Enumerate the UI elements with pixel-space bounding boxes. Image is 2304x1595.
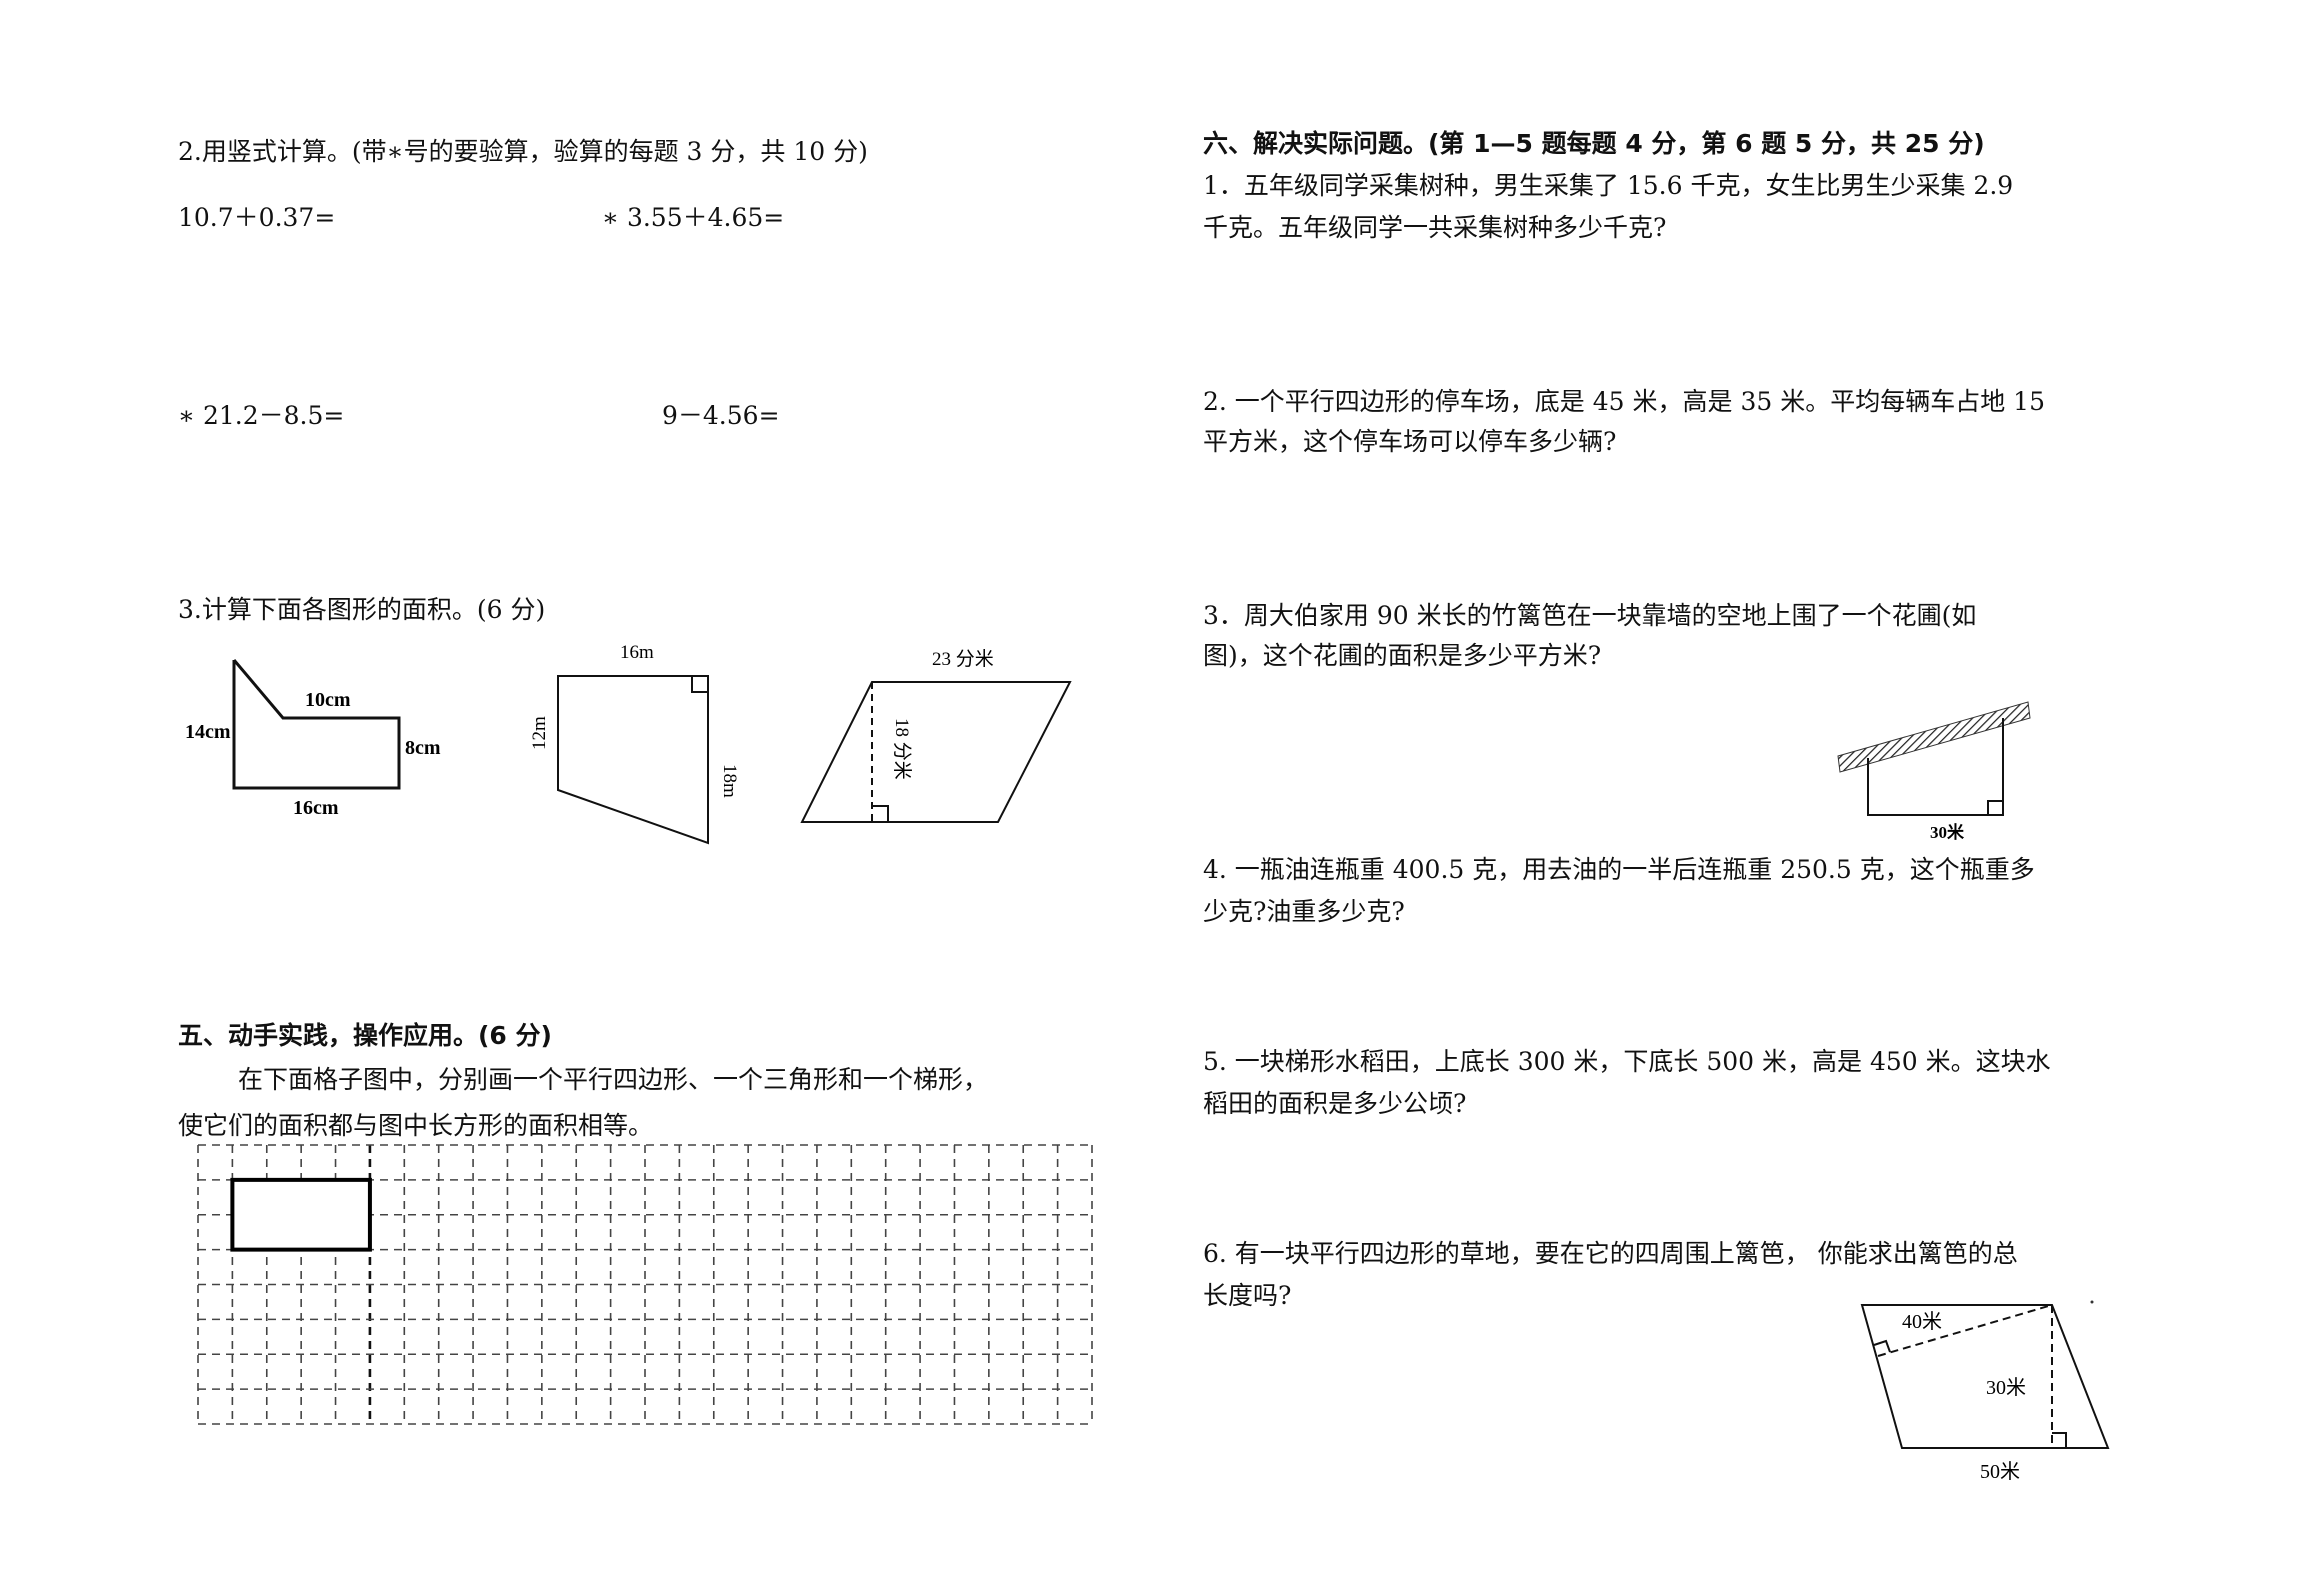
- p6-line1: 6. 有一块平行四边形的草地，要在它的四周围上篱笆， 你能求出篱笆的总: [1203, 1239, 2018, 1268]
- fig3-height-label: 18 分米: [891, 718, 913, 780]
- p4-line1: 4. 一瓶油连瓶重 400.5 克，用去油的一半后连瓶重 250.5 克，这个瓶…: [1203, 855, 2035, 884]
- fig1-top-label: 10cm: [305, 689, 351, 711]
- reference-rectangle: [230, 1177, 372, 1252]
- grass-label-c: 50米: [1980, 1460, 2020, 1483]
- wall-hatch: [1837, 701, 2031, 773]
- grass-label-b: 30米: [1986, 1376, 2026, 1399]
- fig1-bottom-label: 16cm: [293, 797, 339, 819]
- fig1-left-label: 14cm: [185, 721, 231, 743]
- q2-item-1: 10.7＋0.37=: [178, 203, 336, 232]
- grass-label-a: 40米: [1902, 1310, 1942, 1333]
- p5-line1: 5. 一块梯形水稻田，上底长 300 米，下底长 500 米，高是 450 米。…: [1203, 1047, 2051, 1076]
- fig2-left-label: 12m: [529, 716, 550, 750]
- q2-item-4: 9－4.56=: [662, 401, 780, 430]
- sec6-title: 六、解决实际问题。(第 1—5 题每题 4 分，第 6 题 5 分，共 25 分…: [1203, 129, 1985, 158]
- garden-label: 30米: [1930, 822, 1965, 842]
- sec5-title: 五、动手实践，操作应用。(6 分): [178, 1021, 552, 1050]
- p3-line1: 3．周大伯家用 90 米长的竹篱笆在一块靠墙的空地上围了一个花圃(如: [1203, 601, 1977, 630]
- q3-title: 3.计算下面各图形的面积。(6 分): [178, 595, 546, 624]
- q2-item-3: ∗ 21.2－8.5=: [178, 401, 345, 430]
- parallelogram: [800, 681, 1072, 823]
- p4-line2: 少克?油重多少克?: [1203, 897, 1405, 926]
- q2-item-2: ∗ 3.55＋4.65=: [602, 203, 785, 232]
- garden-fence: [1867, 718, 2004, 816]
- sec5-line1: 在下面格子图中，分别画一个平行四边形、一个三角形和一个梯形，: [238, 1065, 989, 1094]
- fig1-right-label: 8cm: [405, 737, 441, 759]
- p3-line2: 图)，这个花圃的面积是多少平方米?: [1203, 641, 1602, 670]
- compound-shape: [232, 659, 401, 790]
- fig3-top-label: 23 分米: [932, 648, 994, 670]
- p2-line1: 2. 一个平行四边形的停车场，底是 45 米，高是 35 米。平均每辆车占地 1…: [1203, 387, 2045, 416]
- p1-line2: 千克。五年级同学一共采集树种多少千克?: [1203, 213, 1667, 242]
- fig2-top-label: 16m: [620, 642, 654, 663]
- grassland-parallelogram: [1860, 1304, 2110, 1449]
- sec5-line2: 使它们的面积都与图中长方形的面积相等。: [178, 1111, 654, 1140]
- p6-line2: 长度吗?: [1203, 1281, 1292, 1310]
- p5-line2: 稻田的面积是多少公顷?: [1203, 1089, 1467, 1118]
- right-trapezoid: [557, 675, 709, 845]
- p2-line2: 平方米，这个停车场可以停车多少辆?: [1203, 427, 1617, 456]
- q2-title: 2.用竖式计算。(带∗号的要验算，验算的每题 3 分，共 10 分): [178, 137, 868, 166]
- grassland-diagonal-height: [1877, 1304, 2053, 1357]
- fig2-right-label: 18m: [719, 764, 740, 798]
- p1-line1: 1．五年级同学采集树种，男生采集了 15.6 千克，女生比男生少采集 2.9: [1203, 171, 2014, 200]
